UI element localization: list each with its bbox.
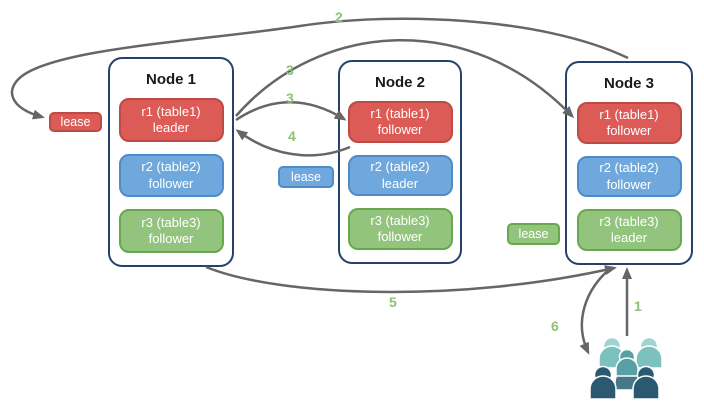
node1-replica-r1: r1 (table1) leader	[118, 98, 224, 142]
replica-name: r2 (table2)	[370, 159, 430, 175]
replica-role: follower	[377, 229, 423, 245]
node-3-title: Node 3	[603, 75, 654, 92]
replica-name: r1 (table1)	[599, 106, 659, 122]
lease-badge-blue: lease	[278, 166, 334, 188]
arrow-step-2	[10, 17, 629, 120]
node1-replica-r2: r2 (table2) follower	[118, 153, 224, 198]
step-label-3-lower: 3	[286, 90, 294, 106]
node1-replica-r3: r3 (table3) follower	[118, 209, 224, 254]
lease-badge-green: lease	[507, 223, 560, 245]
lease-badge-red: lease	[49, 112, 102, 132]
step-label-3-upper: 3	[286, 62, 294, 78]
step-label-1: 1	[634, 298, 642, 314]
replica-name: r3 (table3)	[370, 212, 430, 228]
node-2: Node 2 r1 (table1) follower r2 (table2) …	[338, 60, 462, 264]
step-label-6: 6	[551, 318, 559, 334]
node2-replica-r1: r1 (table1) follower	[347, 101, 453, 143]
replica-name: r2 (table2)	[599, 160, 659, 176]
replica-role: follower	[148, 175, 194, 191]
replica-name: r1 (table1)	[141, 103, 201, 119]
node2-replica-r2: r2 (table2) leader	[347, 154, 453, 197]
users-icon	[589, 336, 663, 400]
step-label-5: 5	[389, 294, 397, 310]
node-2-title: Node 2	[374, 74, 425, 91]
replica-role: leader	[610, 230, 648, 246]
node2-replica-r3: r3 (table3) follower	[347, 208, 453, 251]
replica-role: follower	[148, 231, 194, 247]
replica-role: leader	[152, 119, 190, 135]
arrow-step-5	[205, 265, 617, 294]
node3-replica-r1: r1 (table1) follower	[576, 102, 682, 144]
replica-name: r3 (table3)	[599, 213, 659, 229]
node3-replica-r3: r3 (table3) leader	[576, 209, 682, 252]
step-label-4: 4	[288, 128, 296, 144]
replica-name: r2 (table2)	[141, 159, 201, 175]
node-3: Node 3 r1 (table1) follower r2 (table2) …	[565, 61, 693, 265]
replica-role: follower	[377, 121, 423, 137]
node-1-title: Node 1	[145, 71, 196, 88]
node-1: Node 1 r1 (table1) leader r2 (table2) fo…	[108, 57, 234, 267]
replica-role: leader	[381, 175, 419, 191]
replica-name: r3 (table3)	[141, 214, 201, 230]
step-label-2: 2	[335, 9, 343, 25]
replica-name: r1 (table1)	[370, 105, 430, 121]
node3-replica-r2: r2 (table2) follower	[576, 155, 682, 198]
replica-role: follower	[606, 122, 652, 138]
replica-role: follower	[606, 176, 652, 192]
